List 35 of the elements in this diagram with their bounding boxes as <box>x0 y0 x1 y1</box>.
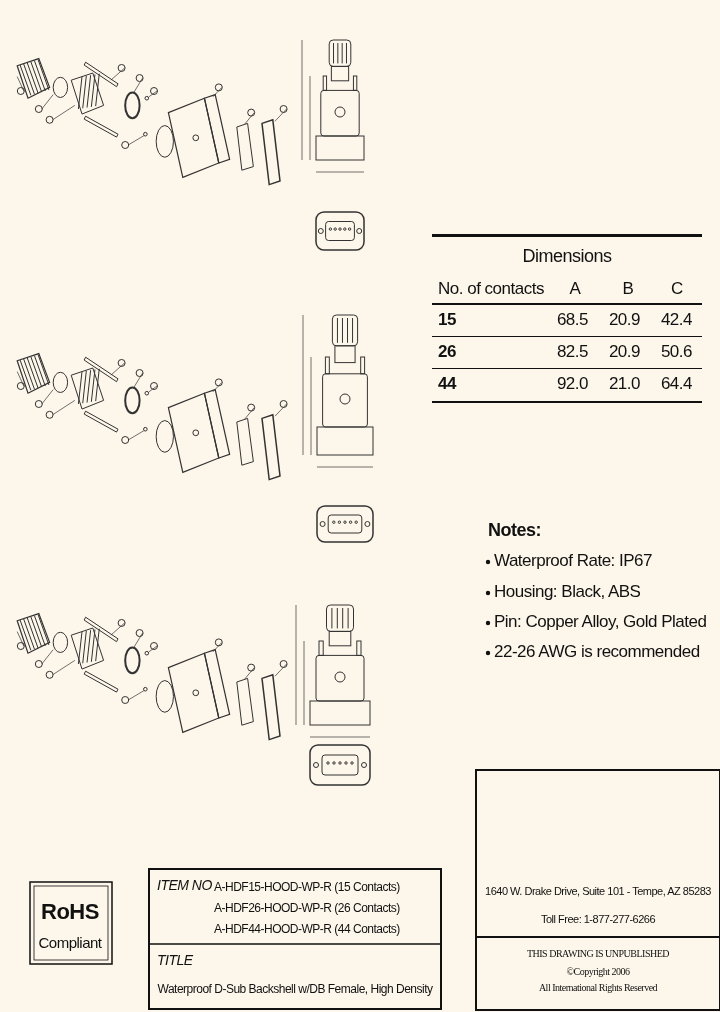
column-header: A <box>568 279 582 299</box>
table-cell-text: 20.9 <box>607 342 640 362</box>
table-cell-text: 21.0 <box>607 374 640 394</box>
item-number: A-HDF26-HOOD-WP-R (26 Contacts) <box>214 901 400 915</box>
rohs-text: Compliant <box>37 934 103 951</box>
table-cell-text: 50.6 <box>659 342 692 362</box>
column-header: No. of contacts <box>438 279 544 299</box>
note-item: Waterproof Rate: IP67 <box>494 551 652 570</box>
item-number: A-HDF15-HOOD-WP-R (15 Contacts) <box>214 880 400 894</box>
title-text: Waterproof D-Sub Backshell w/DB Female, High Density <box>156 982 434 996</box>
table-cell-text: 42.4 <box>659 310 692 330</box>
note-item: 22-26 AWG is recommended <box>494 642 700 661</box>
notes-heading: Notes: <box>488 520 541 541</box>
table-cell-text: 82.5 <box>555 342 588 362</box>
table-cell-text: 92.0 <box>555 374 588 394</box>
field-label: TITLE <box>157 952 193 968</box>
table-cell-text: 64.4 <box>659 374 692 394</box>
table-cell: 15 <box>438 310 456 330</box>
table-cell-text: 20.9 <box>607 310 640 330</box>
column-header: B <box>621 279 635 299</box>
notice-text: All International Rights Reserved <box>537 982 659 993</box>
rohs-text: RoHS <box>40 899 100 925</box>
copyright-text: ©Copyright 2006 <box>565 966 631 977</box>
table-title: Dimensions <box>521 246 613 267</box>
address-text: 1640 W. Drake Drive, Suite 101 - Tempe, AZ 85283 <box>484 885 712 897</box>
table-cell-text: 68.5 <box>555 310 588 330</box>
note-item: Housing: Black, ABS <box>494 582 641 601</box>
notice-text: THIS DRAWING IS UNPUBLISHED <box>525 948 671 959</box>
note-item: Pin: Copper Alloy, Gold Plated <box>494 612 707 631</box>
column-header: C <box>670 279 684 299</box>
table-cell: 44 <box>438 374 456 394</box>
item-number: A-HDF44-HOOD-WP-R (44 Contacts) <box>214 922 400 936</box>
table-cell: 26 <box>438 342 456 362</box>
phone-text: Toll Free: 1-877-277-6266 <box>539 913 657 925</box>
field-label: ITEM NO <box>157 877 212 893</box>
